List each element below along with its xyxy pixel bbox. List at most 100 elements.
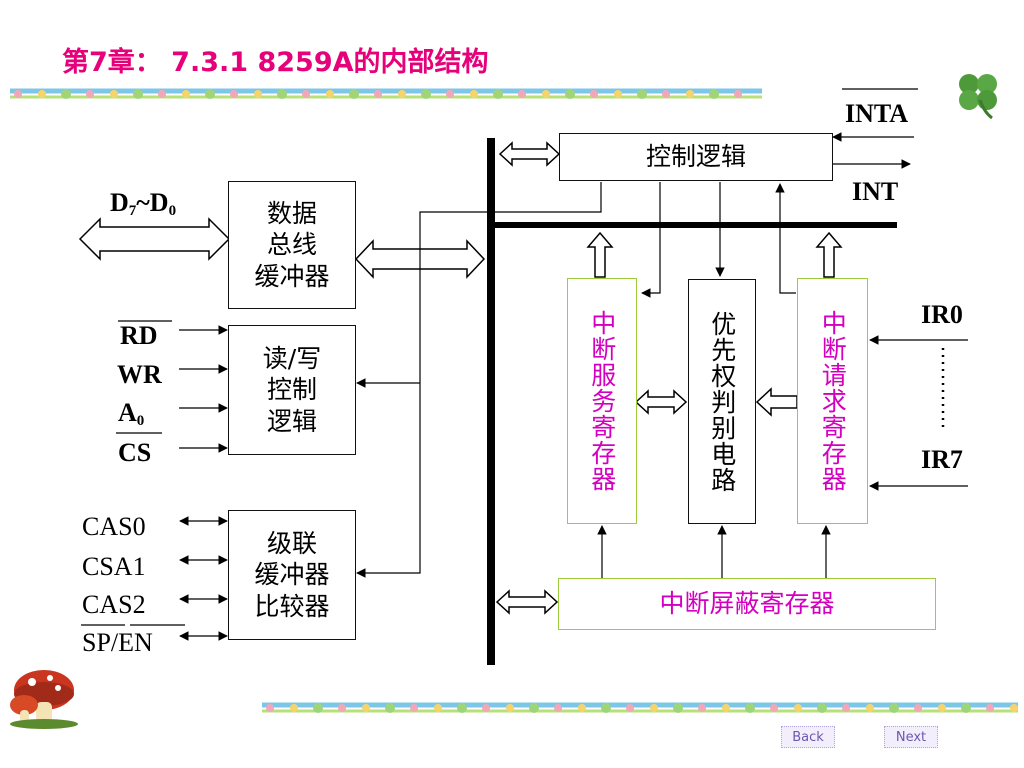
garland-flower (938, 704, 946, 712)
garland-flower (842, 704, 850, 712)
garland-flower (421, 89, 431, 99)
garland-flower (866, 704, 874, 712)
cas2-label: CAS2 (82, 590, 146, 619)
garland-flower (914, 704, 922, 712)
garland-flower (266, 704, 274, 712)
garland-flower (961, 703, 971, 713)
d7-d0-bus-arrow (78, 217, 231, 261)
d7-d0-label: D7~D0 (110, 190, 176, 219)
garland-flower (457, 703, 467, 713)
garland-flower (470, 90, 478, 98)
garland-flower (362, 704, 370, 712)
garland-flower (385, 703, 395, 713)
garland-flower (601, 703, 611, 713)
garland-flower (529, 703, 539, 713)
sp-en-label: SP/EN (82, 630, 153, 656)
garland-flower (662, 90, 670, 98)
flower-garland-top (10, 88, 762, 99)
garland-flower (158, 90, 166, 98)
ir0-label: IR0 (921, 300, 963, 329)
garland-flower (614, 90, 622, 98)
garland-flower (338, 704, 346, 712)
int-label: INT (852, 177, 899, 206)
rd-label: RD (120, 321, 158, 350)
garland-flower (326, 90, 334, 98)
d-main: D (110, 188, 129, 217)
garland-flower (349, 89, 359, 99)
data-bus-buffer-block: 数据 总线 缓冲器 (228, 181, 356, 309)
garland-flower (86, 90, 94, 98)
garland-flower (110, 90, 118, 98)
garland-flower (14, 90, 22, 98)
d-sub-low: 0 (168, 203, 177, 219)
garland-flower (770, 704, 778, 712)
garland-flower (374, 90, 382, 98)
garland-flower (1010, 704, 1018, 712)
garland-flower (302, 90, 310, 98)
garland-flower (410, 704, 418, 712)
priority-resolver-block: 优先权判别电路 (688, 279, 756, 524)
garland-flower (637, 89, 647, 99)
mushroom-icon (10, 670, 78, 729)
garland-flower (133, 89, 143, 99)
garland-flower (650, 704, 658, 712)
garland-flower (565, 89, 575, 99)
garland-flower (698, 704, 706, 712)
garland-flower (398, 90, 406, 98)
garland-flower (205, 89, 215, 99)
ir7-label: IR7 (921, 445, 963, 474)
in-service-register-label: 中断服务寄存器 (587, 310, 617, 492)
inta-label: INTA (845, 99, 909, 128)
garland-flower (686, 90, 694, 98)
next-button[interactable]: Next (884, 726, 938, 748)
sp-text: SP (82, 628, 111, 657)
interrupt-mask-register-block: 中断屏蔽寄存器 (558, 578, 936, 630)
csa1-label: CSA1 (82, 552, 146, 581)
garland-flower (626, 704, 634, 712)
cs-label: CS (118, 438, 152, 467)
garland-flower (722, 704, 730, 712)
flower-garland-bottom (262, 702, 1018, 713)
en-text: /EN (110, 628, 153, 657)
back-button[interactable]: Back (781, 726, 835, 748)
garland-flower (290, 704, 298, 712)
garland-flower (518, 90, 526, 98)
garland-flower (38, 90, 46, 98)
garland-flower (673, 703, 683, 713)
page-title: 第7章： 7.3.1 8259A的内部结构 (62, 47, 489, 78)
garland-flower (446, 90, 454, 98)
d-sub-high: 7 (128, 203, 137, 219)
garland-flower (482, 704, 490, 712)
a-sub: 0 (136, 413, 145, 429)
interrupt-request-register-block: 中断请求寄存器 (797, 278, 868, 524)
garland-flower (578, 704, 586, 712)
garland-flower (709, 89, 719, 99)
a-main: A (118, 398, 137, 427)
garland-flower (493, 89, 503, 99)
clover-icon (959, 74, 997, 120)
garland-flower (734, 90, 742, 98)
garland-flower (817, 703, 827, 713)
garland-flower (277, 89, 287, 99)
rw-control-logic-block: 读/写 控制 逻辑 (228, 325, 356, 455)
wr-label: WR (117, 360, 162, 389)
garland-flower (182, 90, 190, 98)
cascade-buffer-comparator-block: 级联 缓冲器 比较器 (228, 510, 356, 640)
garland-flower (434, 704, 442, 712)
garland-flower (542, 90, 550, 98)
garland-flower (313, 703, 323, 713)
d-mid: ~D (136, 188, 169, 217)
garland-flower (554, 704, 562, 712)
cas0-label: CAS0 (82, 512, 146, 541)
garland-flower (61, 89, 71, 99)
garland-flower (590, 90, 598, 98)
garland-flower (230, 90, 238, 98)
interrupt-request-register-label: 中断请求寄存器 (818, 310, 848, 492)
garland-flower (745, 703, 755, 713)
garland-flower (889, 703, 899, 713)
a0-label: A0 (118, 400, 144, 429)
control-logic-block: 控制逻辑 (559, 133, 833, 181)
garland-flower (794, 704, 802, 712)
in-service-register-block: 中断服务寄存器 (567, 278, 637, 524)
